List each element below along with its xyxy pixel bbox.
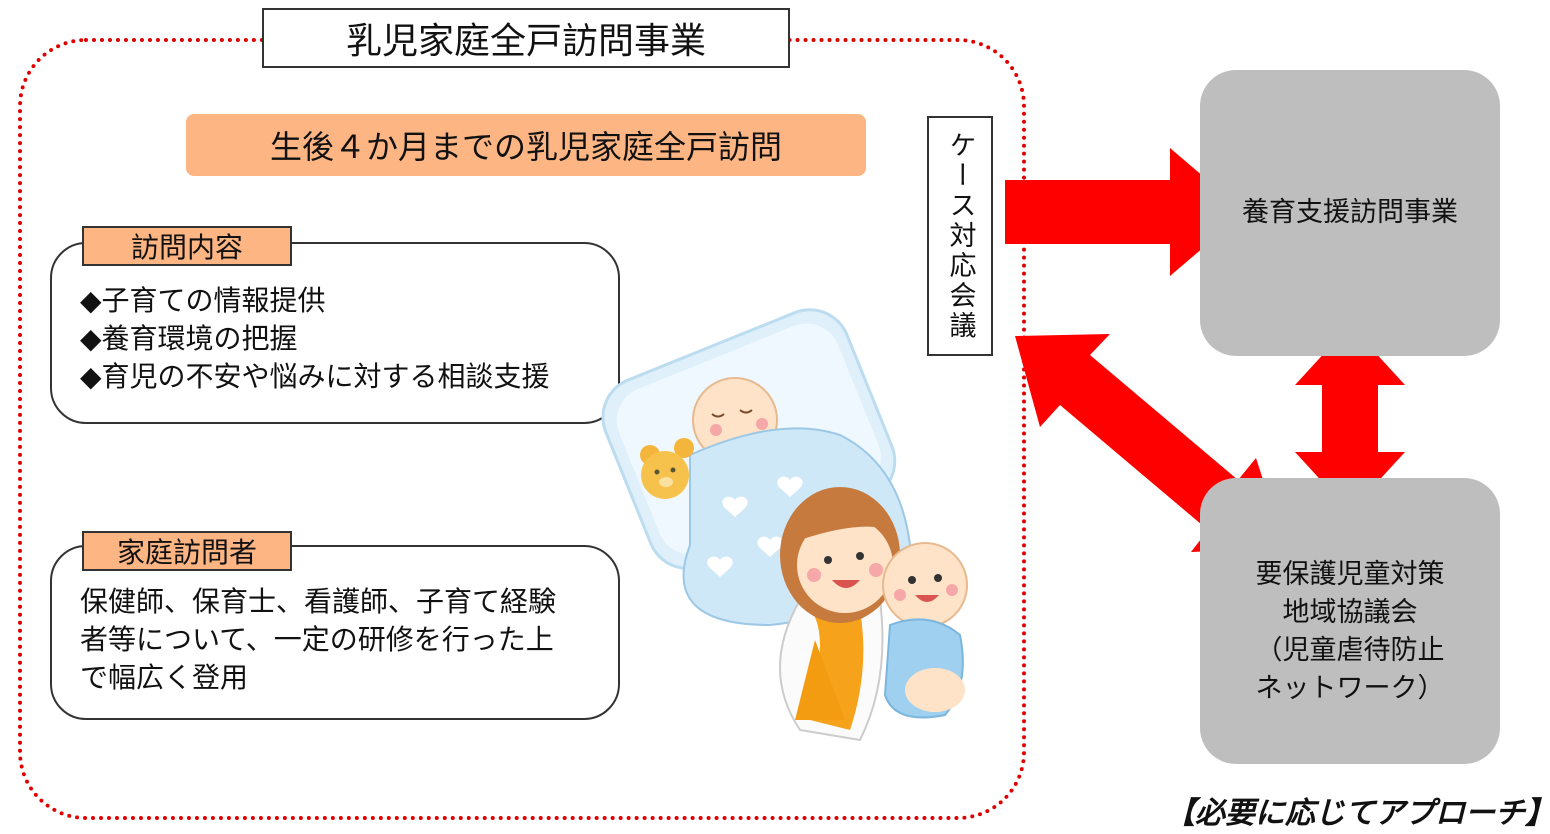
visitors-line: で幅広く登用	[80, 661, 249, 694]
arrow-to-support-program	[1005, 148, 1245, 276]
program-title-box: 乳児家庭全戸訪問事業	[262, 8, 790, 68]
council-line: 要保護児童対策	[1255, 559, 1445, 590]
program-title: 乳児家庭全戸訪問事業	[345, 21, 706, 62]
visit-content-item: ◆養育環境の把握	[80, 322, 298, 355]
program-subtitle: 生後４か月までの乳児家庭全戸訪問	[269, 128, 782, 166]
case-meeting-box: ケース対応会議	[927, 116, 993, 356]
council-line: （児童虐待防止	[1255, 635, 1445, 666]
visit-content-panel: ◆子育ての情報提供 ◆養育環境の把握 ◆育児の不安や悩みに対する相談支援	[50, 242, 620, 424]
visit-content-item: ◆子育ての情報提供	[80, 284, 326, 317]
arrow-support-council	[1295, 325, 1405, 512]
teddy-bear-illustration	[640, 438, 694, 499]
visit-content-tag-label: 訪問内容	[130, 231, 243, 264]
visitors-tag-label: 家庭訪問者	[116, 536, 257, 569]
visitors-line: 保健師、保育士、看護師、子育て経験	[80, 585, 557, 618]
council-line: ネットワーク）	[1255, 673, 1445, 704]
program-subtitle-box: 生後４か月までの乳児家庭全戸訪問	[186, 114, 866, 176]
visitors-panel: 保健師、保育士、看護師、子育て経験 者等について、一定の研修を行った上 で幅広く…	[50, 545, 620, 720]
approach-note: 【必要に応じてアプローチ】	[1165, 796, 1550, 831]
case-meeting-label: ケース対応会議	[944, 131, 976, 341]
council-box: 要保護児童対策 地域協議会 （児童虐待防止 ネットワーク）	[1200, 478, 1500, 764]
visitors-line: 者等について、一定の研修を行った上	[80, 623, 554, 656]
visit-content-tag: 訪問内容	[82, 226, 292, 266]
mother-holding-baby-illustration	[779, 487, 968, 742]
support-program-box: 養育支援訪問事業	[1200, 70, 1500, 356]
support-program-label: 養育支援訪問事業	[1242, 197, 1458, 228]
visit-content-item: ◆育児の不安や悩みに対する相談支援	[80, 360, 550, 393]
council-line: 地域協議会	[1282, 597, 1418, 628]
visitors-tag: 家庭訪問者	[82, 531, 292, 571]
